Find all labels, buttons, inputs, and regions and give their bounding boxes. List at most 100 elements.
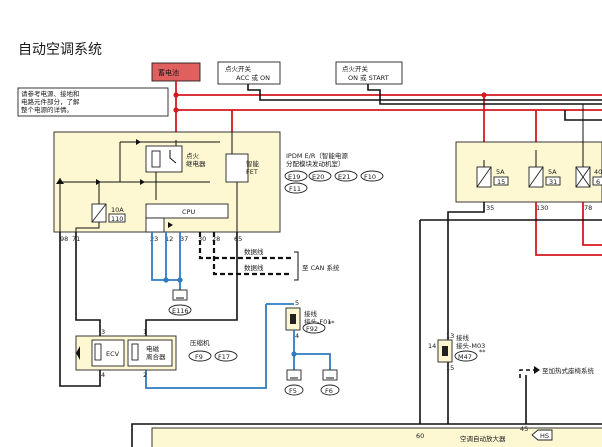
connector-oval (168, 304, 192, 316)
compressor-label: 压缩机 (190, 338, 210, 347)
fuse-pin: 35 (486, 204, 494, 212)
hs-connector-tag (531, 429, 553, 441)
fuse-id: 6 (596, 178, 600, 186)
data-line-label-2: 数据线 (244, 263, 264, 272)
fuse-10a-out-wire (75, 222, 100, 232)
joint-m03-terminal-icon (442, 346, 448, 356)
cpu-sub-box (145, 217, 165, 233)
joint-m03-pin: 14 (428, 342, 436, 350)
connector-oval (360, 170, 384, 182)
junction-dot (173, 92, 179, 98)
clutch-pin: 1 (143, 328, 147, 336)
pin-label: 28 (212, 235, 220, 243)
amp-pin-60: 60 (416, 432, 424, 440)
ignition-switch-start-line2: ON 或 START (348, 73, 389, 82)
pin-label: 65 (234, 235, 242, 243)
ipdm-label-line2: 分配模块发动机室） (286, 159, 345, 168)
ignition-switch-acc-box (217, 61, 281, 85)
ground-f5-label: F5 (289, 387, 297, 395)
joint-f01-pin: 4 (295, 332, 299, 340)
cpu-label: CPU (182, 208, 195, 216)
clutch-pin: 2 (143, 371, 147, 379)
fuse-slash (528, 166, 544, 188)
junction-dot (173, 107, 179, 113)
fuse-id-box (493, 176, 509, 186)
junction-dot (291, 351, 297, 357)
page-title: 自动空调系统 (18, 42, 102, 58)
reference-note-line1: 请参考电源、接地和 (21, 89, 80, 98)
diode-icon (168, 222, 173, 228)
fuse-id-box (592, 176, 602, 186)
relay-coil-icon (151, 150, 161, 168)
ignition-acc-wire (247, 84, 602, 101)
ground-box (322, 369, 338, 381)
ground-box (286, 369, 302, 381)
junction-dot (163, 277, 169, 283)
ipdm-connector: E20 (312, 173, 324, 181)
joint-m03-label-line2: 接头-M03 (456, 341, 485, 350)
cpu-box (145, 203, 229, 219)
can-data-line-2 (212, 232, 292, 276)
pin-label: 37 (180, 235, 188, 243)
pin-label: 98 (60, 235, 68, 243)
ground-e116-label: E116 (172, 307, 189, 315)
data-line-label-1: 数据线 (244, 247, 264, 256)
ignition-start-wire (367, 84, 602, 105)
fuse-slash (476, 166, 492, 188)
arrow-right-icon (534, 366, 540, 374)
compressor-feed-wire (145, 232, 238, 336)
joint-m03-pin: 13 (446, 332, 454, 340)
junction-dot (481, 92, 487, 98)
fuse-6-output-wire (582, 202, 602, 246)
fuse-15-output-wire (447, 202, 485, 424)
auto-amp-label: 空调自动放大器 (460, 434, 506, 443)
compressor-connector: F17 (218, 353, 230, 361)
fuse-id-box (545, 176, 561, 186)
auto-amp-box (151, 427, 602, 447)
compressor-connector: F9 (195, 353, 203, 361)
ecv-pin: 4 (101, 371, 105, 379)
can-bracket (294, 251, 299, 281)
compressor-bracket-icon (76, 346, 80, 360)
clutch-label-line2: 离合器 (146, 352, 166, 361)
ignition-switch-acc-line1: 点火开关 (225, 64, 252, 73)
relay-contact-icon (169, 150, 177, 164)
connector-oval (284, 384, 304, 396)
fuse-x-icon (575, 166, 591, 188)
ground-box (172, 289, 188, 301)
joint-f01-terminal-icon (290, 314, 296, 324)
pin-label: 23 (150, 235, 158, 243)
smart-fet-label-line2: FET (246, 168, 258, 176)
joint-f01-mark: ** (328, 319, 335, 327)
fuse-10a-id: 110 (111, 215, 123, 223)
fuse-amp: 40 (594, 168, 602, 176)
joint-m03-label-line1: 接线 (456, 333, 470, 342)
fuse-amp: 5A (496, 168, 505, 176)
connector-oval (188, 350, 212, 362)
reference-note-line3: 整个电源的详情。 (21, 105, 73, 114)
joint-m03-pin: 15 (446, 364, 454, 372)
connector-oval (302, 322, 326, 334)
ground-f6-label: F6 (325, 387, 333, 395)
amp-pin-45: 45 (520, 425, 528, 433)
joint-f01-branch-wire (294, 353, 331, 376)
clutch-return-wire (145, 304, 267, 389)
smart-fet-box (225, 153, 249, 183)
ignition-switch-acc-line2: ACC 或 ON (236, 73, 270, 82)
ignition-relay-box (145, 145, 183, 173)
connector-oval (320, 384, 340, 396)
joint-f01-label-line2: 接头-F01 (304, 317, 331, 326)
fuse-10a-amp: 10A (111, 206, 124, 214)
connector-oval (454, 350, 478, 362)
joint-f01-label-line1: 接线 (304, 309, 318, 318)
fuse-10a-slash (91, 203, 107, 223)
junction-dot (177, 277, 183, 283)
hs-connector-label: HS (540, 432, 549, 440)
ignition-relay-label-line2: 继电器 (186, 159, 206, 168)
fuse-amp: 5A (548, 168, 557, 176)
ipdm-label-line1: IPDM E/R（智能电源 (286, 151, 348, 160)
fuse-pin: 78 (584, 204, 592, 212)
ecv-label: ECV (106, 350, 120, 358)
